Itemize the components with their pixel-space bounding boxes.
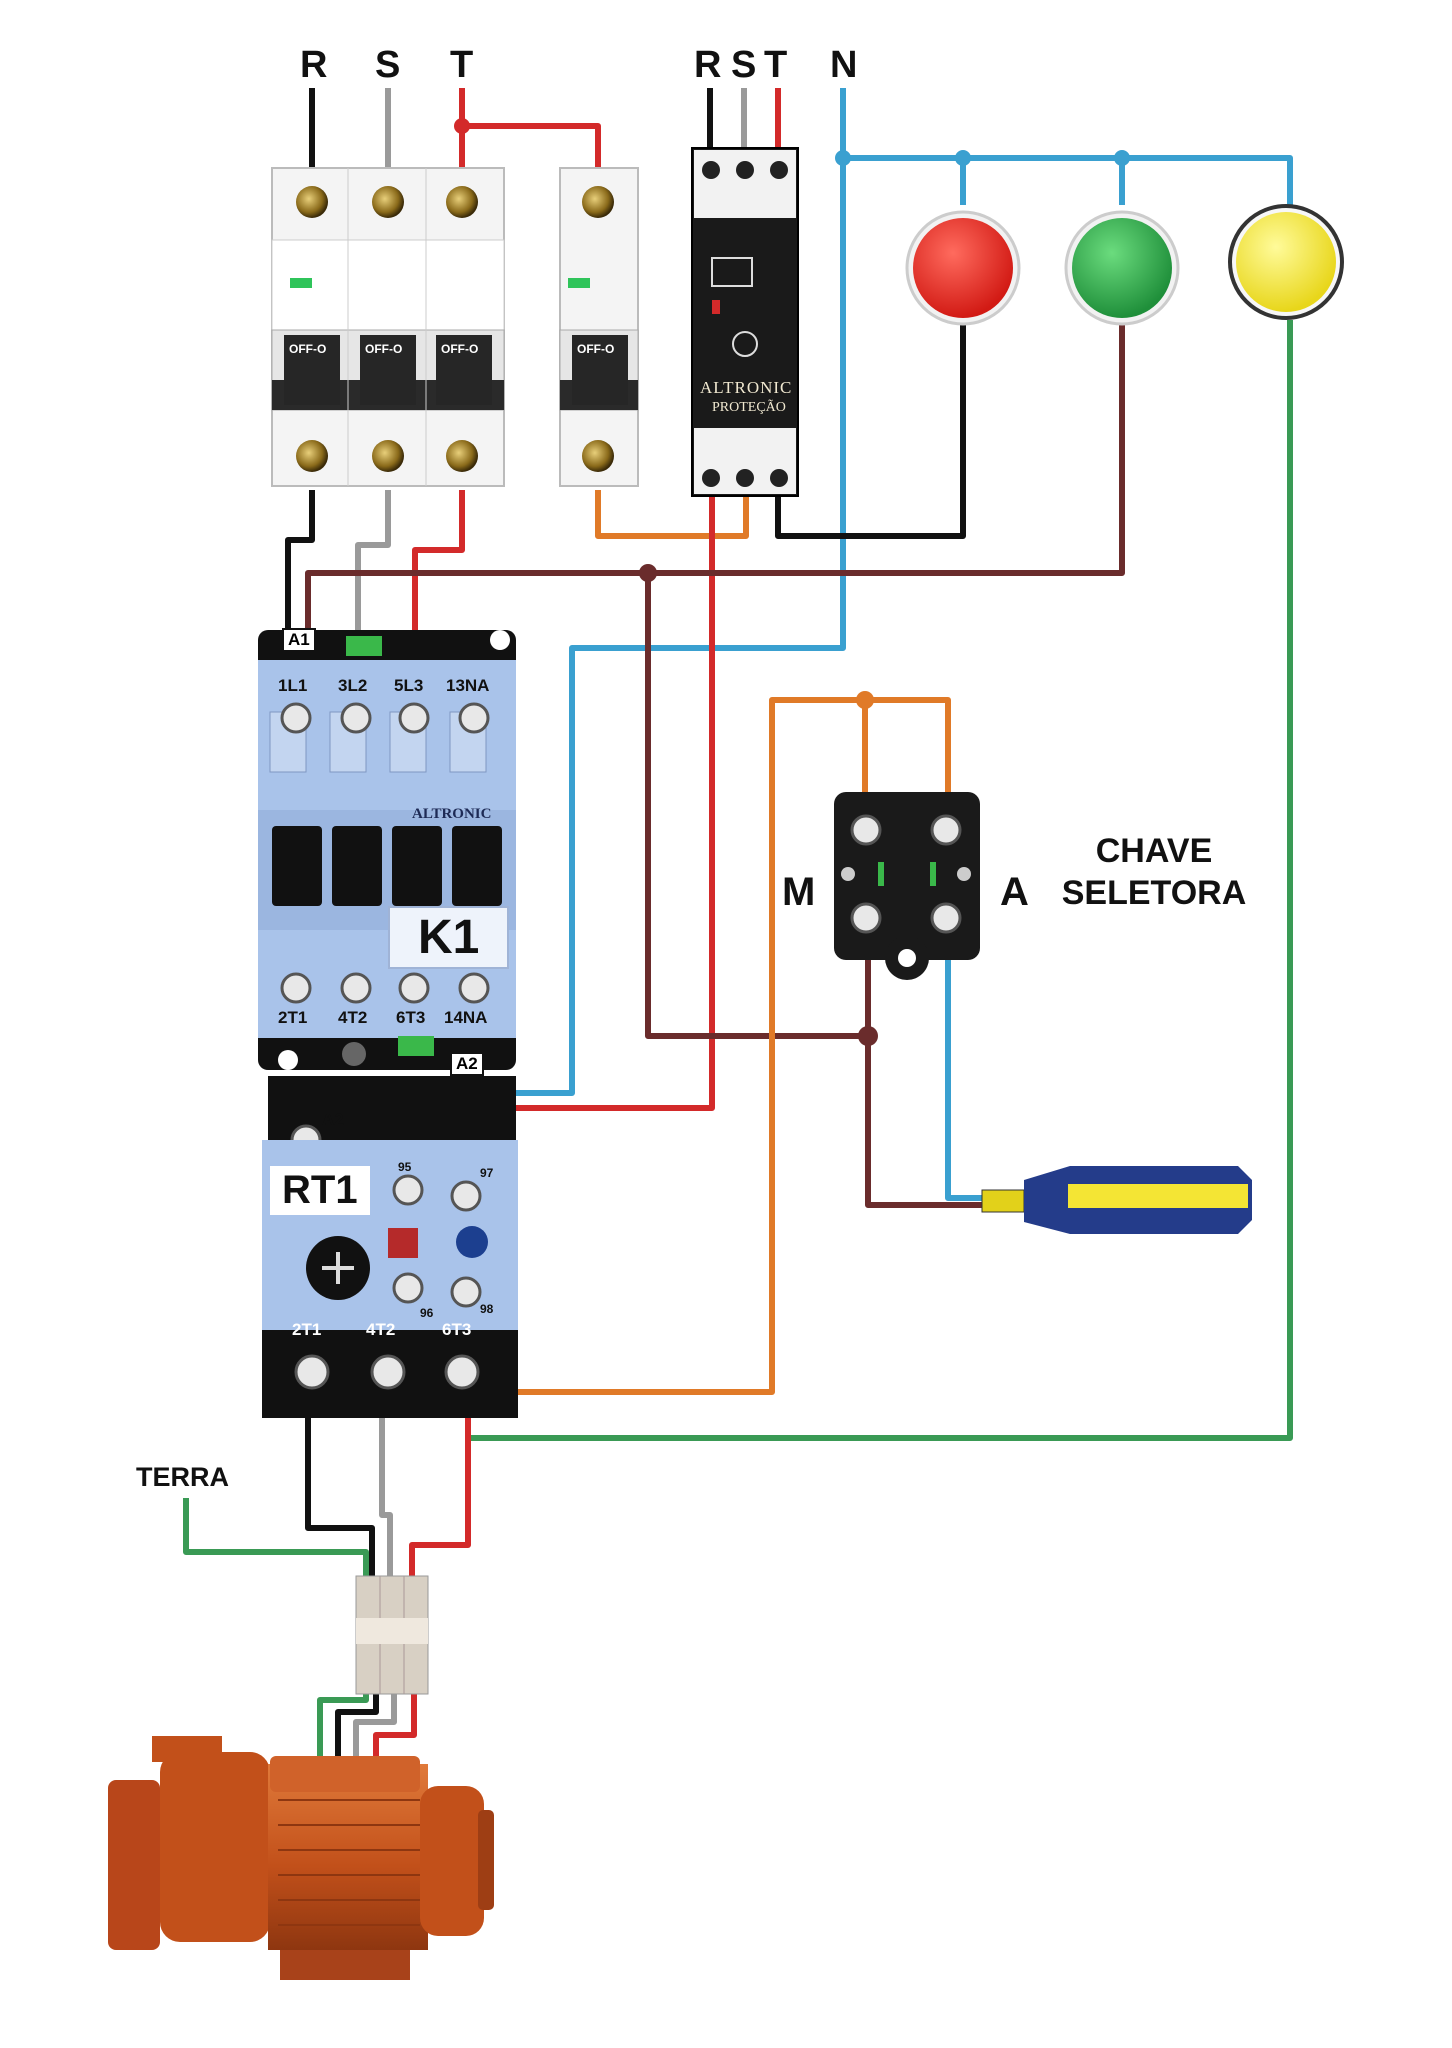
single-pole-breaker: [559, 167, 639, 487]
wire-l1: [285, 490, 315, 660]
breaker-handle-label-2: OFF-O: [365, 342, 403, 356]
label-relay-s: S: [731, 44, 757, 86]
label-relay-r: R: [694, 44, 722, 86]
rt1-contact-98: 98: [480, 1302, 494, 1316]
wire-m2: [379, 1418, 393, 1580]
label-phase-r: R: [300, 44, 328, 86]
wire-relay-red-lamp: [775, 320, 966, 539]
float-switch-icon: [981, 1166, 1252, 1234]
relay-sub: PROTEÇÃO: [712, 400, 786, 415]
selector-title-line1: CHAVE: [1095, 832, 1213, 870]
k1-coil-a2: A2: [450, 1052, 484, 1076]
breaker-handle-label-4: OFF-O: [577, 342, 615, 356]
rt1-contact-95: 95: [398, 1160, 412, 1174]
wire-brown-bus: [305, 320, 1125, 640]
selector-label-a: A: [1000, 870, 1029, 914]
selector-switch: [834, 792, 980, 980]
label-phase-s: S: [375, 44, 401, 86]
breaker-handle-label-3: OFF-O: [441, 342, 479, 356]
wire-m3: [409, 1418, 471, 1580]
k1-brand: ALTRONIC: [412, 806, 492, 822]
breaker-handle-label-1: OFF-O: [289, 342, 327, 356]
label-phase-t: T: [450, 44, 474, 86]
contactor-k1: [258, 630, 516, 1070]
k1-top-13na: 13NA: [446, 676, 490, 695]
rt1-bottom-4t2: 4T2: [366, 1320, 396, 1339]
k1-top-1l1: 1L1: [278, 676, 308, 695]
wire-m1: [305, 1418, 375, 1580]
wire-selector-float-blue: [945, 940, 990, 1201]
rt1-contact-96: 96: [420, 1306, 434, 1320]
wire-t-to-breaker1p: [462, 123, 601, 170]
relay-brand: ALTRONIC: [700, 378, 793, 397]
green-lamp-icon: [1064, 210, 1180, 326]
k1-bottom-2t1: 2T1: [278, 1008, 308, 1027]
phase-protection-relay: [691, 147, 799, 497]
wire-orange-relay: [595, 490, 749, 539]
ground-label: TERRA: [136, 1462, 229, 1492]
k1-bottom-14na: 14NA: [444, 1008, 488, 1027]
motor-terminal-block: [355, 1575, 429, 1695]
rt1-bottom-2t1: 2T1: [292, 1320, 322, 1339]
k1-bottom-6t3: 6T3: [396, 1008, 426, 1027]
rt1-contact-97: 97: [480, 1166, 494, 1180]
overload-relay-rt1: [262, 1076, 518, 1418]
selector-title-line2: SELETORA: [1061, 874, 1247, 912]
rt1-coil-a2: A2: [322, 1110, 344, 1129]
wire-selector-float-brown: [865, 940, 990, 1208]
three-pole-breaker: [271, 167, 505, 487]
rt1-bottom-6t3: 6T3: [442, 1320, 472, 1339]
k1-bottom-4t2: 4T2: [338, 1008, 368, 1027]
yellow-lamp-icon: [1228, 204, 1344, 320]
wire-ground: [183, 1498, 369, 1580]
red-lamp-icon: [905, 210, 1021, 326]
wire-motor-green: [317, 1690, 369, 1760]
rt1-name: RT1: [270, 1166, 370, 1215]
wire-l2: [355, 490, 391, 660]
k1-top-3l2: 3L2: [338, 676, 368, 695]
k1-top-5l3: 5L3: [394, 676, 424, 695]
k1-name: K1: [388, 906, 510, 969]
label-neutral: N: [830, 44, 858, 86]
motor-pump-icon: [108, 1736, 494, 1980]
selector-label-m: M: [782, 870, 816, 914]
selector-title: CHAVE SELETORA: [1054, 830, 1254, 914]
label-relay-t: T: [764, 44, 788, 86]
k1-coil-a1: A1: [282, 628, 316, 652]
wire-l3: [412, 490, 465, 660]
wire-n-bus: [840, 88, 1293, 205]
